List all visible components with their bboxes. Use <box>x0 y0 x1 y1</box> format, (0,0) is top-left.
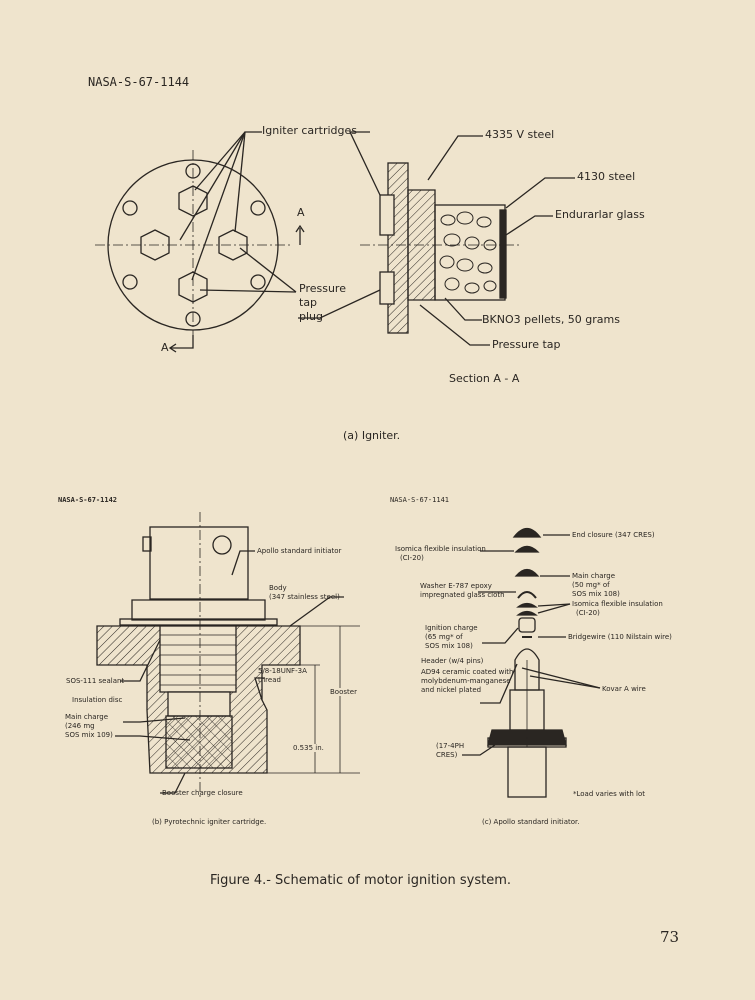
label-main-2: (50 mg* of <box>572 581 610 589</box>
label-main-1: Main charge <box>572 572 616 580</box>
label-initiator: Apollo standard initiator <box>257 547 342 555</box>
label-cres-1: (17-4PH <box>436 742 465 750</box>
label-main-charge-2: (246 mg <box>65 722 95 730</box>
caption-igniter: (a) Igniter. <box>343 429 401 442</box>
igniter-front-view <box>95 131 305 353</box>
label-main-charge-1: Main charge <box>65 713 109 721</box>
label-isomica-1b: (CI-20) <box>400 554 424 562</box>
label-thread-2: thread <box>258 676 281 684</box>
label-pressure-tap: Pressure tap <box>492 338 561 351</box>
label-header-2: AD94 ceramic coated with <box>421 668 514 676</box>
label-4130-steel: 4130 steel <box>577 170 636 183</box>
report-id-b: NASA-S-67-1142 <box>58 496 118 504</box>
figure-caption: Figure 4.- Schematic of motor ignition s… <box>210 873 511 888</box>
label-thread-1: 5/8-18UNF-3A <box>258 667 307 675</box>
label-glass: Endurarlar glass <box>555 208 645 221</box>
label-4335-steel: 4335 V steel <box>485 128 555 141</box>
label-insulation-disc: Insulation disc <box>72 696 123 704</box>
cartridge-drawing <box>96 512 360 800</box>
label-header-1: Header (w/4 pins) <box>421 657 484 665</box>
label-ignition-3: SOS mix 108) <box>425 642 473 650</box>
label-pellets: BKNO3 pellets, 50 grams <box>482 313 620 326</box>
label-main-3: SOS mix 108) <box>572 590 620 598</box>
section-marker-a-bottom: A <box>161 341 169 354</box>
label-end-closure: End closure (347 CRES) <box>572 531 655 539</box>
label-pressure-tap-plug-1: Pressure <box>299 282 346 295</box>
caption-initiator: (c) Apollo standard initiator. <box>482 818 580 826</box>
label-load-note: *Load varies with lot <box>573 790 645 798</box>
label-header-3: molybdenum-manganese <box>421 677 511 685</box>
label-washer-2: impregnated glass cloth <box>420 591 505 599</box>
label-isomica-2a: Isomica flexible insulation <box>572 600 663 608</box>
label-ignition-2: (65 mg* of <box>425 633 463 641</box>
label-booster-closure: Booster charge closure <box>162 789 243 797</box>
caption-cartridge: (b) Pyrotechnic igniter cartridge. <box>152 818 267 826</box>
label-ignition-1: Ignition charge <box>425 624 478 632</box>
label-igniter-cartridges: Igniter cartridges <box>262 124 358 137</box>
report-id-top: NASA-S-67-1144 <box>88 75 190 89</box>
label-body-1: Body <box>269 584 287 592</box>
label-kovar-wire: Kovar A wire <box>602 685 646 693</box>
label-body-2: (347 stainless steel) <box>269 593 340 601</box>
label-isomica-2b: (CI-20) <box>576 609 600 617</box>
label-dimension: 0.535 in. <box>293 744 324 753</box>
label-isomica-1a: Isomica flexible insulation <box>395 545 486 553</box>
label-cres-2: CRES) <box>436 751 458 759</box>
report-id-c: NASA-S-67-1141 <box>390 496 450 504</box>
label-bridgewire: Bridgewire (110 Nilstain wire) <box>568 633 672 641</box>
label-pressure-tap-plug-3: plug <box>299 310 323 323</box>
section-marker-a-top: A <box>297 206 305 219</box>
label-header-4: and nickel plated <box>421 686 482 694</box>
label-section-aa: Section A - A <box>449 372 520 385</box>
label-sealant: SOS-111 sealant <box>66 677 125 685</box>
label-main-charge-3: SOS mix 109) <box>65 731 113 739</box>
initiator-drawing <box>462 527 601 798</box>
igniter-section-view <box>298 131 575 346</box>
label-pressure-tap-plug-2: tap <box>299 296 318 309</box>
label-booster: Booster <box>330 688 357 697</box>
label-washer-1: Washer E-787 epoxy <box>420 582 492 590</box>
page-number: 73 <box>660 928 680 946</box>
